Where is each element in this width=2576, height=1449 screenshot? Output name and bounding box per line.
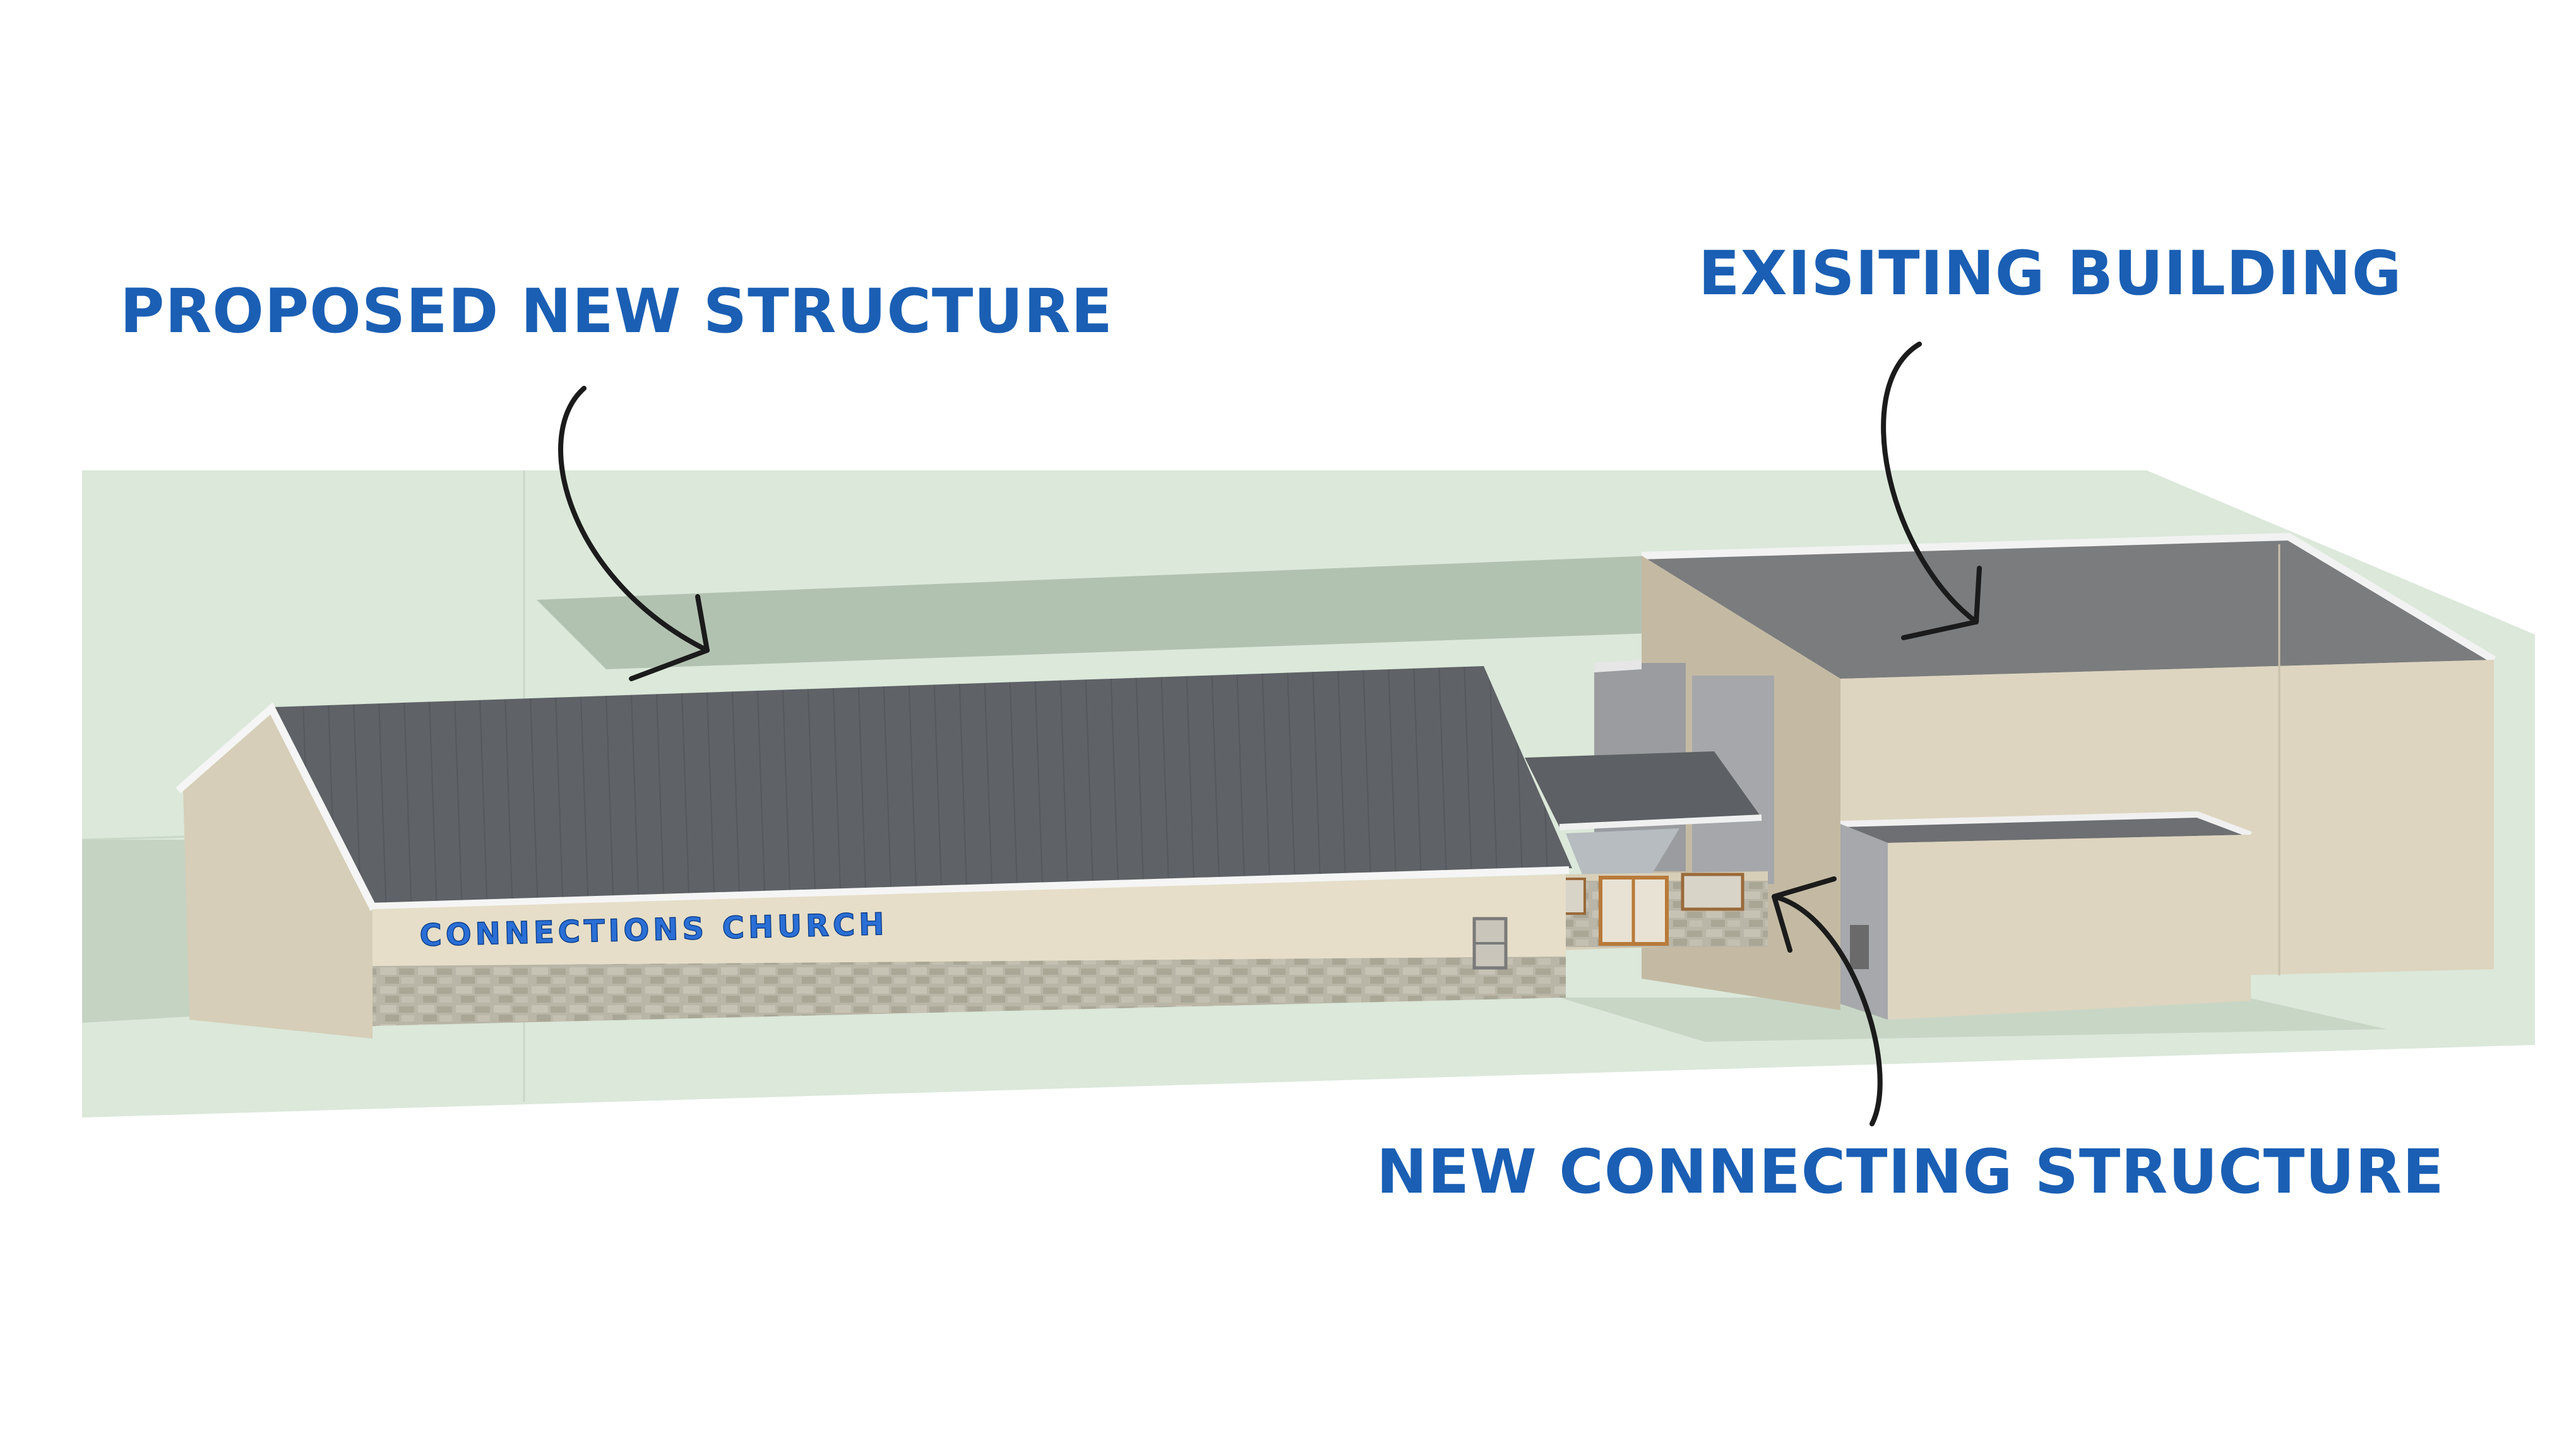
existing-wing-side-wall [1840,824,1888,1020]
arrow-existing [1881,342,1982,640]
arrow-proposed [558,386,710,681]
proposed-roof [271,666,1572,909]
arrow-connecting [1772,876,1883,1126]
connector-gable-glass [1566,828,1679,881]
label-existing-building: EXISITING BUILDING [1698,238,2402,309]
arrow-connecting-head [1772,876,1837,953]
building-shadow [1559,998,2387,1042]
existing-building-roof [1642,537,2494,679]
connector-window [1681,873,1744,911]
arrow-connecting-shaft [1772,894,1883,1126]
proposed-gable-wall [183,707,373,1039]
existing-building-gray-roof [1594,660,1642,672]
proposed-stone-base [373,957,1566,1026]
building-shadow [82,840,189,1023]
proposed-gable-trim [176,702,378,911]
connector-roof-edge [1559,814,1762,830]
existing-wing-parapet [1840,811,2252,838]
existing-wing-door [1850,925,1869,969]
existing-wing-front-wall [1888,835,2251,1020]
proposed-roof-eave [369,866,1570,910]
roof-shadow [537,556,1705,669]
label-new-connecting-structure: NEW CONNECTING STRUCTURE [1376,1136,2445,1207]
label-proposed-new-structure: PROPOSED NEW STRUCTURE [120,276,1113,347]
connector-window [1563,878,1586,915]
proposed-front-wall [373,874,1566,966]
connector-roof [1525,751,1762,827]
arrow-proposed-head [629,594,710,681]
ground-grid-line [81,835,190,841]
existing-building-parapet [1641,532,2496,664]
arrow-proposed-shaft [558,386,710,653]
arrow-existing-head [1901,566,1982,640]
arrow-existing-shaft [1881,342,1979,624]
